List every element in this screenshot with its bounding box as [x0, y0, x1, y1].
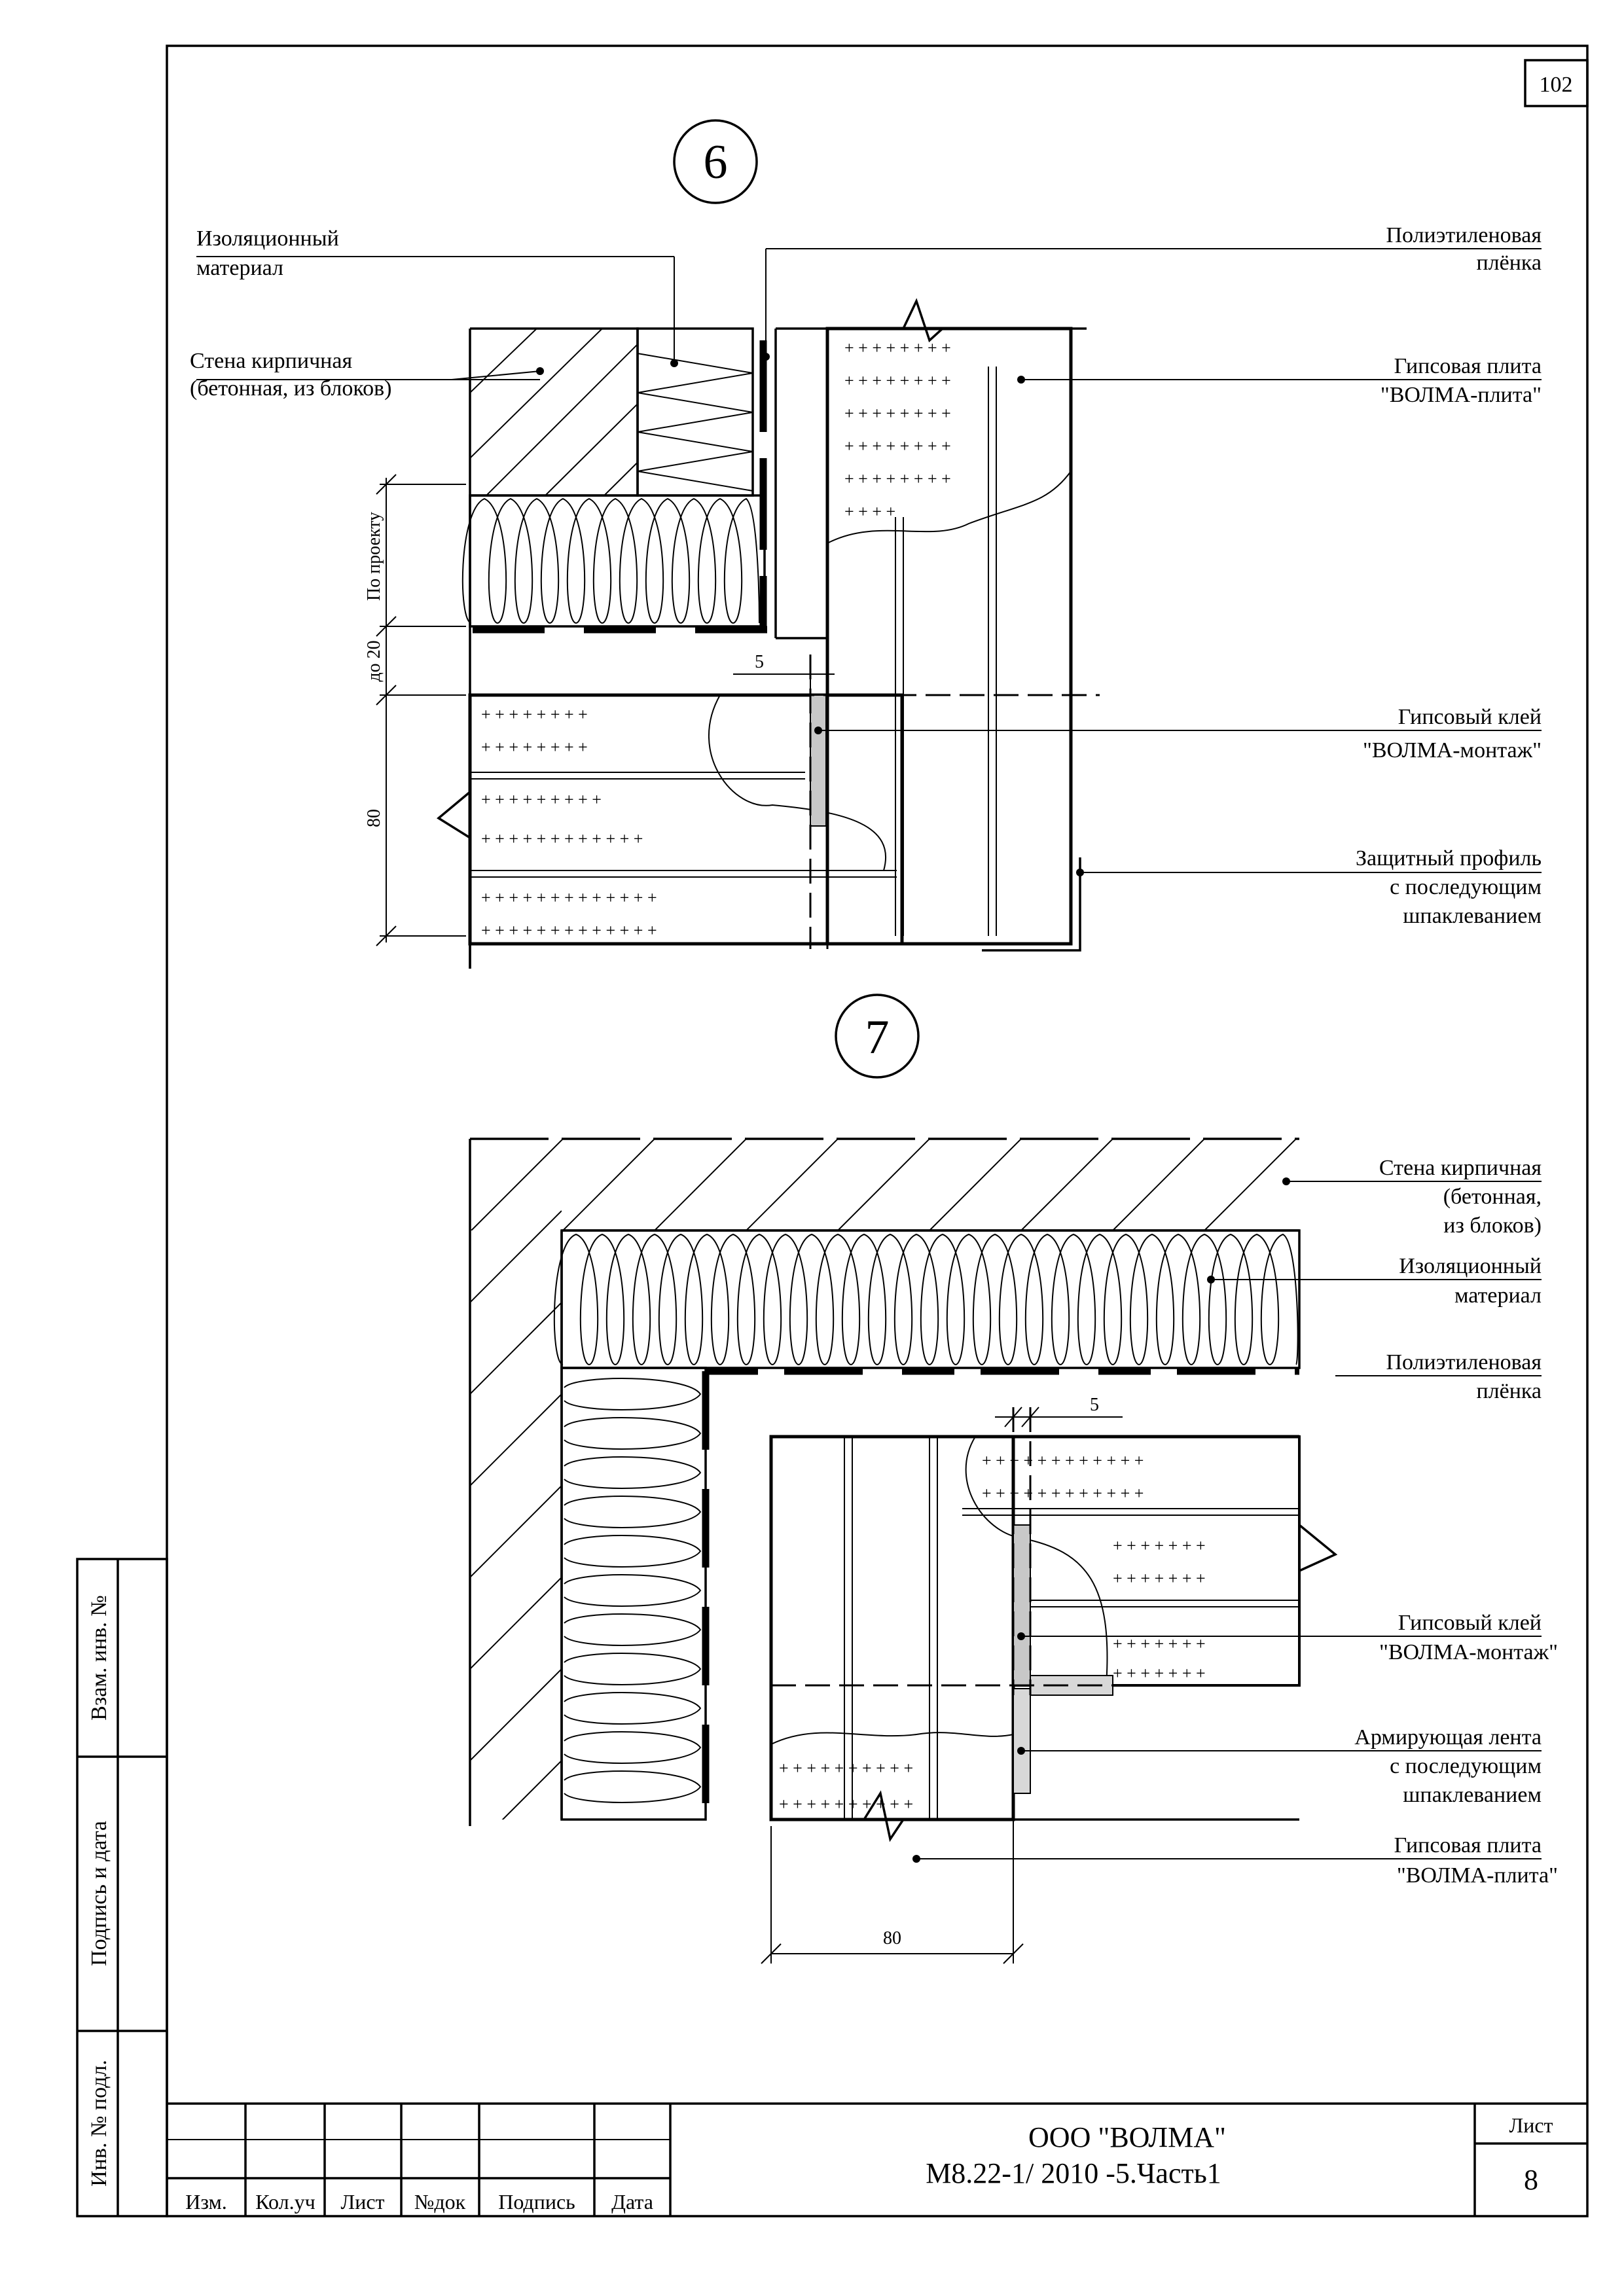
title-block	[167, 2102, 1587, 2216]
detail-6-number: 6	[704, 135, 728, 189]
detail-7-drawing: + + + + + + + + + + + + + + + + + + + + …	[469, 994, 1542, 1964]
d6-insulation-line1: Изоляционный	[196, 226, 339, 251]
svg-text:+ + + + + + +: + + + + + + +	[1113, 1569, 1206, 1588]
stamp-orig-inv: Инв. № подл.	[87, 2060, 111, 2187]
svg-text:+ + + + + + +: + + + + + + +	[1113, 1536, 1206, 1555]
tb-header-sheet: Лист	[340, 2190, 384, 2214]
d7-board-line2: "ВОЛМА-плита"	[1397, 1863, 1558, 1888]
d6-profile-line2: с последующим	[1390, 875, 1542, 899]
d7-wall-line3: из блоков)	[1443, 1213, 1542, 1238]
d6-dim-5: 5	[755, 652, 764, 672]
svg-text:+ + + + + + + + + + + + +: + + + + + + + + + + + + +	[481, 888, 657, 907]
svg-text:+ + + + + + + + + + + + +: + + + + + + + + + + + + +	[481, 921, 657, 940]
d6-film-line2: плёнка	[1476, 251, 1542, 275]
d7-wall-line2: (бетонная,	[1443, 1185, 1542, 1209]
svg-text:+ + + + + + + + +: + + + + + + + + +	[481, 790, 602, 809]
d6-dim-up-to-20: до 20	[364, 640, 384, 681]
d7-board-line1: Гипсовая плита	[1394, 1833, 1542, 1857]
tb-header-date: Дата	[611, 2190, 653, 2214]
detail-6-marker	[673, 119, 758, 204]
detail-6-insulation-loops	[461, 497, 760, 624]
d6-film-line1: Полиэтиленовая	[1386, 223, 1542, 247]
svg-text:+ + + + + + + +: + + + + + + + +	[844, 437, 951, 456]
sheet-corner-number: 102	[1540, 73, 1573, 97]
d7-tape-line2: с последующим	[1390, 1754, 1542, 1778]
tb-sheet-number: 8	[1524, 2164, 1538, 2196]
d7-film-line2: плёнка	[1476, 1379, 1542, 1403]
d7-insulation-line2: материал	[1454, 1283, 1542, 1308]
tb-sheet-label: Лист	[1509, 2113, 1553, 2137]
svg-text:+ + + + + + + + + +: + + + + + + + + + +	[779, 1759, 913, 1778]
d6-board-line1: Гипсовая плита	[1394, 354, 1542, 378]
d6-dim-by-project: По проекту	[364, 512, 384, 601]
d6-dim-80: 80	[364, 809, 384, 827]
d6-wall-line1: Стена кирпичная	[190, 349, 352, 373]
svg-text:+ + + + + + + + + + + +: + + + + + + + + + + + +	[481, 829, 643, 848]
d7-dim-5: 5	[1090, 1395, 1099, 1415]
tb-company: ООО "ВОЛМА"	[1028, 2121, 1226, 2153]
d7-wall-line1: Стена кирпичная	[1379, 1156, 1542, 1180]
svg-text:+ + + + + + + + + + + +: + + + + + + + + + + + +	[982, 1484, 1144, 1503]
sheet-frame	[166, 45, 1589, 2217]
svg-text:+ + + + + + + +: + + + + + + + +	[481, 738, 588, 757]
tb-document: М8.22-1/ 2010 -5.Часть1	[926, 2157, 1221, 2189]
svg-text:+ + + + + + + +: + + + + + + + +	[481, 705, 588, 724]
svg-text:+ + + + + + + +: + + + + + + + +	[844, 371, 951, 390]
detail-6-drawing: + + + + + + + + + + + + + + + + + + + + +…	[196, 119, 1542, 969]
d6-insulation-line2: материал	[196, 256, 283, 280]
d6-glue-line2: "ВОЛМА-монтаж"	[1363, 738, 1542, 762]
stamp-replacement-inv: Взам. инв. №	[87, 1595, 111, 1721]
stamp-signature-date: Подпись и дата	[87, 1821, 111, 1966]
svg-text:+ + + + + + +: + + + + + + +	[1113, 1634, 1206, 1653]
side-stamp	[76, 1558, 168, 2217]
tb-header-signature: Подпись	[498, 2190, 575, 2214]
svg-text:+ + + +: + + + +	[844, 502, 895, 521]
d6-profile-line1: Защитный профиль	[1356, 846, 1542, 870]
d7-tape-line1: Армирующая лента	[1354, 1725, 1542, 1749]
d7-insulation-line1: Изоляционный	[1399, 1254, 1542, 1278]
svg-text:+ + + + + + +: + + + + + + +	[1113, 1664, 1206, 1683]
d7-film-line1: Полиэтиленовая	[1386, 1350, 1542, 1374]
svg-text:+ + + + + + + + + + + +: + + + + + + + + + + + +	[982, 1451, 1144, 1470]
d7-glue-line1: Гипсовый клей	[1398, 1611, 1542, 1635]
tb-header-docnum: №док	[414, 2190, 466, 2214]
detail-7-insulation-loops	[553, 1233, 1299, 1365]
tb-header-change: Изм.	[185, 2190, 227, 2214]
detail-7-insulation-vertical	[564, 1378, 702, 1803]
svg-text:+ + + + + + + +: + + + + + + + +	[844, 404, 951, 423]
d7-tape-line3: шпаклеванием	[1403, 1783, 1542, 1807]
detail-7-number: 7	[865, 1011, 890, 1064]
detail-7-marker	[835, 994, 920, 1079]
d7-dim-80: 80	[883, 1928, 901, 1948]
d7-glue-line2: "ВОЛМА-монтаж"	[1379, 1640, 1558, 1664]
tb-header-count: Кол.уч	[255, 2190, 315, 2214]
svg-text:+ + + + + + + + + +: + + + + + + + + + +	[779, 1795, 913, 1814]
d6-board-line2: "ВОЛМА-плита"	[1380, 383, 1542, 407]
d6-glue-line1: Гипсовый клей	[1398, 705, 1542, 729]
d6-profile-line3: шпаклеванием	[1403, 904, 1542, 928]
svg-text:+ + + + + + + +: + + + + + + + +	[844, 469, 951, 488]
d6-wall-line2: (бетонная, из блоков)	[190, 376, 392, 401]
svg-text:+ + + + + + + +: + + + + + + + +	[844, 338, 951, 357]
